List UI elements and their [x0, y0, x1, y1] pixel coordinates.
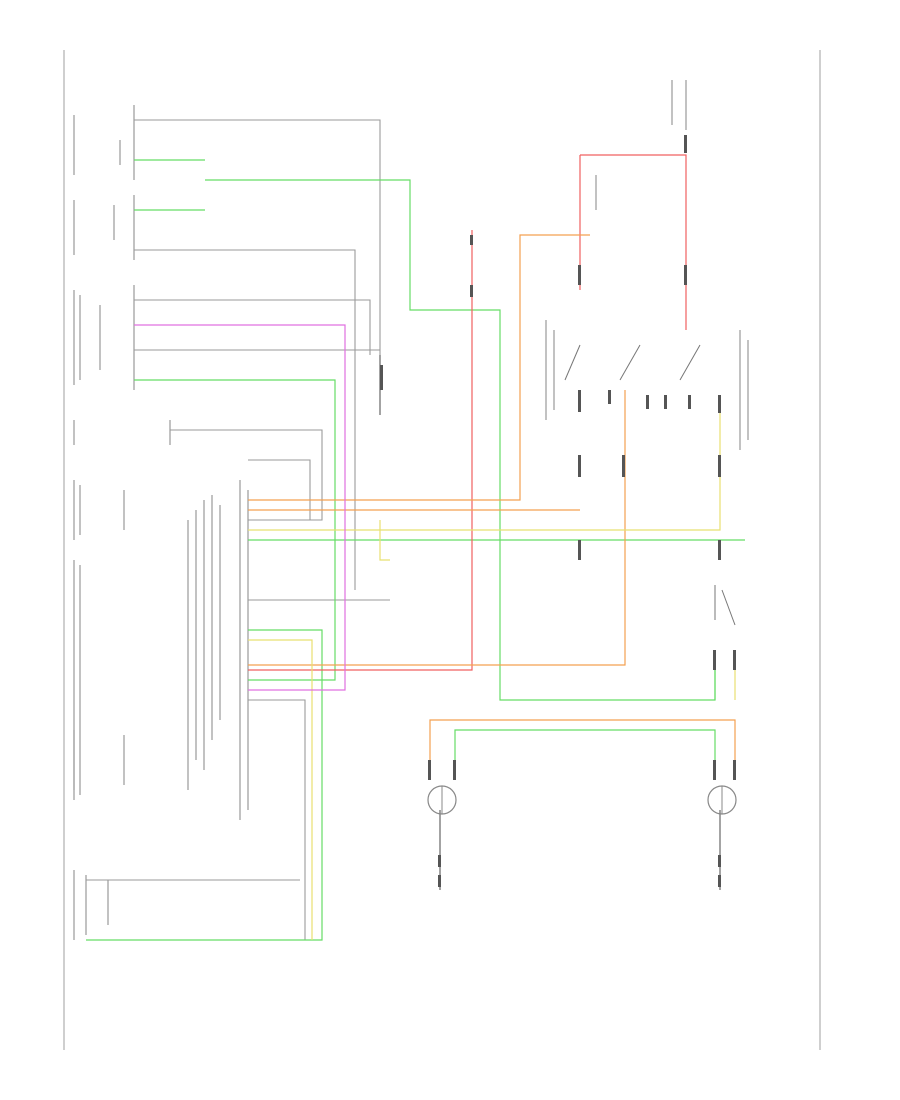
red-wires — [248, 154, 687, 671]
lh-front-lamp-icon — [427, 785, 457, 815]
instrument-cluster-block-1 — [73, 195, 135, 260]
green-wires — [86, 159, 745, 941]
hazard-flasher-block — [545, 320, 749, 450]
orange-wires — [248, 234, 736, 760]
fuse-panel-block — [671, 80, 687, 130]
multifunction-switch-block-upper — [73, 480, 125, 540]
rh-front-lamp-icon — [707, 785, 737, 815]
ground-wires — [379, 355, 721, 890]
turn-signal-flasher-block — [73, 420, 171, 445]
brake-light-switch-block — [73, 870, 109, 940]
park-brake-switch-block — [73, 105, 135, 180]
connectors — [380, 135, 736, 887]
multifunction-switch-block-lower — [73, 730, 125, 790]
instrument-cluster-block-2 — [73, 285, 135, 390]
brake-switch-right-block — [595, 175, 736, 626]
magenta-wires — [134, 324, 346, 691]
generic-electronic-module-block — [73, 480, 249, 820]
